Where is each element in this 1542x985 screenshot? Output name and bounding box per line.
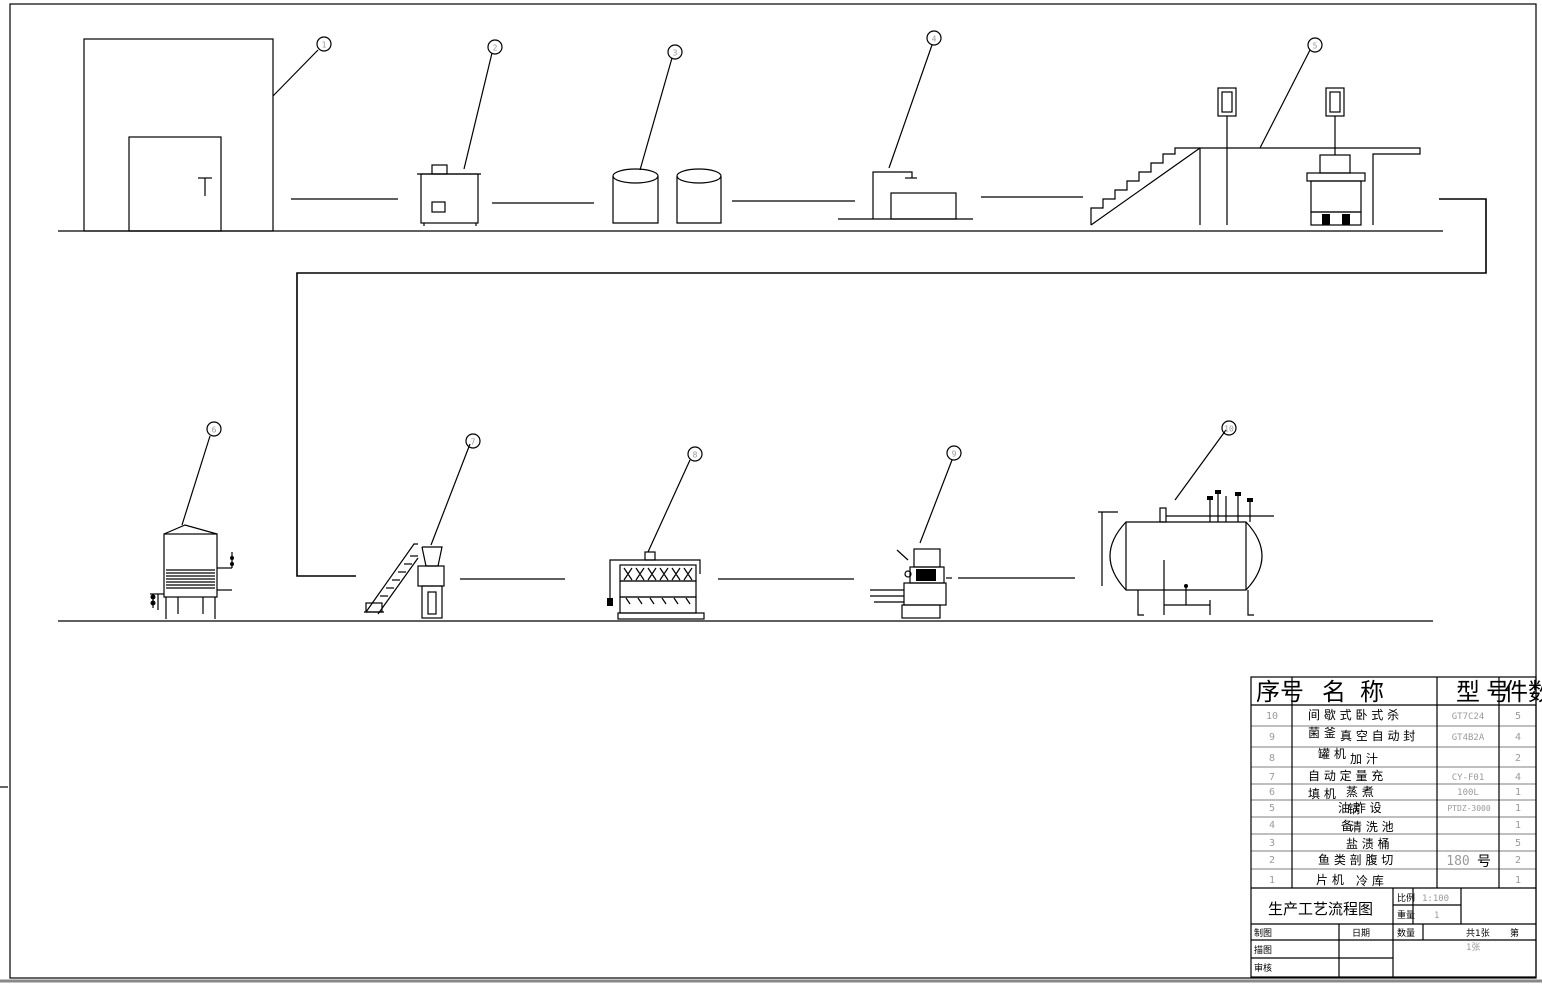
part-qty: 2 [1515, 855, 1521, 866]
part-no: 6 [1269, 787, 1275, 798]
header-model: 型号 [1456, 678, 1516, 706]
parts-row: 4 清 洗 池 1 [1269, 820, 1521, 834]
seaming-machine-equipment [870, 459, 953, 619]
frying-equipment [1090, 49, 1421, 226]
header-name: 名称 [1322, 678, 1398, 706]
quantity-label: 数量 [1397, 927, 1415, 939]
part-qty: 4 [1515, 772, 1521, 783]
kettle-jacket-lines [166, 569, 215, 589]
parts-row: 6 蒸 煮 锅 100L 1 [1269, 785, 1521, 816]
item-balloons: 1 2 3 4 5 6 7 8 9 10 [206, 30, 1323, 462]
part-no: 1 [1269, 875, 1275, 886]
balloon-8: 8 [693, 451, 698, 460]
parts-row: 8 加 汁 2 [1269, 752, 1521, 766]
sterilizer-equipment [1098, 429, 1274, 616]
fish-slicer-equipment [417, 52, 493, 226]
part-model: 100L [1457, 788, 1479, 798]
part-name-cont: 菌 釜 [1308, 725, 1336, 740]
parts-row: 9 真 空 自 动 封 罐 机 GT4B2A 4 [1269, 729, 1521, 761]
header-seq: 序号 [1256, 678, 1304, 706]
filling-machine-equipment [364, 443, 471, 619]
cold-storage-equipment [83, 38, 319, 232]
sheet-no-label: 第 [1510, 927, 1519, 939]
balloon-10: 10 [1224, 425, 1234, 434]
parts-row: 1 冷 库 1 [1269, 873, 1521, 888]
date-label: 日期 [1352, 928, 1370, 939]
juice-filler-equipment [607, 459, 705, 620]
part-no: 5 [1269, 803, 1275, 814]
part-name: 加 汁 [1350, 752, 1378, 766]
part-name: 鱼 类 剖 腹 切 [1318, 853, 1393, 867]
part-name-cont: 片 机 [1316, 873, 1344, 887]
part-no: 10 [1266, 711, 1278, 722]
sheet-total: 共1张 [1466, 928, 1490, 939]
parts-list-row-lines [1251, 725, 1536, 870]
part-name: 真 空 自 动 封 [1340, 729, 1415, 743]
floor-lines [58, 230, 1443, 622]
checked-by-label: 审核 [1254, 962, 1272, 974]
balloon-5: 5 [1313, 42, 1318, 51]
scale-value: 1:100 [1422, 894, 1449, 904]
part-name-cont: 填 机 [1308, 787, 1336, 801]
part-model-suffix: 号 [1477, 854, 1491, 870]
part-name: 清 洗 池 [1350, 820, 1394, 834]
balloon-6: 6 [212, 426, 217, 435]
part-no: 4 [1269, 820, 1275, 831]
flow-connector [291, 196, 1487, 580]
scale-label: 比例 [1397, 892, 1415, 904]
part-name-cont: 罐 机 [1318, 747, 1346, 761]
title-block: 序号 名称 型号 件数 10 间 歇 式 卧 式 杀 菌 釜 GT7C24 5 … [1250, 676, 1542, 978]
salting-barrels-equipment [612, 57, 722, 224]
parts-list: 10 间 歇 式 卧 式 杀 菌 釜 GT7C24 5 9 真 空 自 动 封 … [1266, 707, 1521, 888]
part-name: 蒸 煮 [1346, 785, 1374, 799]
part-name-cont: 备 [1341, 819, 1353, 833]
weight-label: 重量 [1397, 909, 1415, 921]
part-qty: 5 [1515, 711, 1521, 722]
part-no: 9 [1269, 732, 1275, 743]
weight-value: 1 [1434, 911, 1439, 921]
sheet-no: 1张 [1466, 942, 1480, 953]
part-name: 自 动 定 量 充 [1308, 768, 1383, 783]
traced-by-label: 描图 [1254, 944, 1272, 956]
part-name: 油 炸 设 [1338, 801, 1382, 815]
part-name: 间 歇 式 卧 式 杀 [1308, 707, 1399, 722]
part-qty: 1 [1515, 803, 1521, 814]
part-name: 冷 库 [1356, 873, 1384, 888]
part-no: 8 [1269, 753, 1275, 764]
part-model: CY-F01 [1452, 773, 1485, 783]
drawn-by-label: 制图 [1254, 927, 1272, 939]
parts-row: 2 鱼 类 剖 腹 切 片 机 180 号 2 [1269, 853, 1521, 887]
part-qty: 2 [1515, 753, 1521, 764]
parts-row: 10 间 歇 式 卧 式 杀 菌 釜 GT7C24 5 [1266, 707, 1521, 740]
drawing-title: 生产工艺流程图 [1268, 900, 1373, 918]
parts-row: 7 自 动 定 量 充 填 机 CY-F01 4 [1269, 768, 1521, 801]
parts-row: 5 油 炸 设 备 PTDZ-3000 1 [1269, 801, 1521, 833]
part-no: 2 [1269, 855, 1275, 866]
header-qty: 件数 [1504, 678, 1542, 706]
balloon-3: 3 [673, 49, 678, 58]
drawing-frame [0, 3, 1542, 983]
part-model: 180 [1446, 854, 1469, 869]
balloon-4: 4 [932, 35, 937, 44]
part-name-cont: 锅 [1348, 801, 1360, 816]
part-model: PTDZ-3000 [1447, 804, 1491, 813]
part-model: GT7C24 [1452, 712, 1485, 722]
part-no: 7 [1269, 772, 1275, 783]
washing-tank-equipment [838, 44, 973, 220]
part-qty: 1 [1515, 875, 1521, 886]
part-qty: 1 [1515, 820, 1521, 831]
cooking-kettle-equipment [150, 435, 234, 619]
part-no: 3 [1269, 838, 1275, 849]
balloon-7: 7 [471, 438, 476, 447]
part-model: GT4B2A [1452, 733, 1485, 743]
balloon-9: 9 [952, 450, 957, 459]
parts-row: 3 盐 渍 桶 5 [1269, 836, 1521, 851]
part-qty: 4 [1515, 732, 1521, 743]
part-qty: 5 [1515, 838, 1521, 849]
balloon-2: 2 [493, 44, 498, 53]
part-name: 盐 渍 桶 [1346, 836, 1390, 851]
balloon-1: 1 [322, 41, 327, 50]
part-qty: 1 [1515, 787, 1521, 798]
